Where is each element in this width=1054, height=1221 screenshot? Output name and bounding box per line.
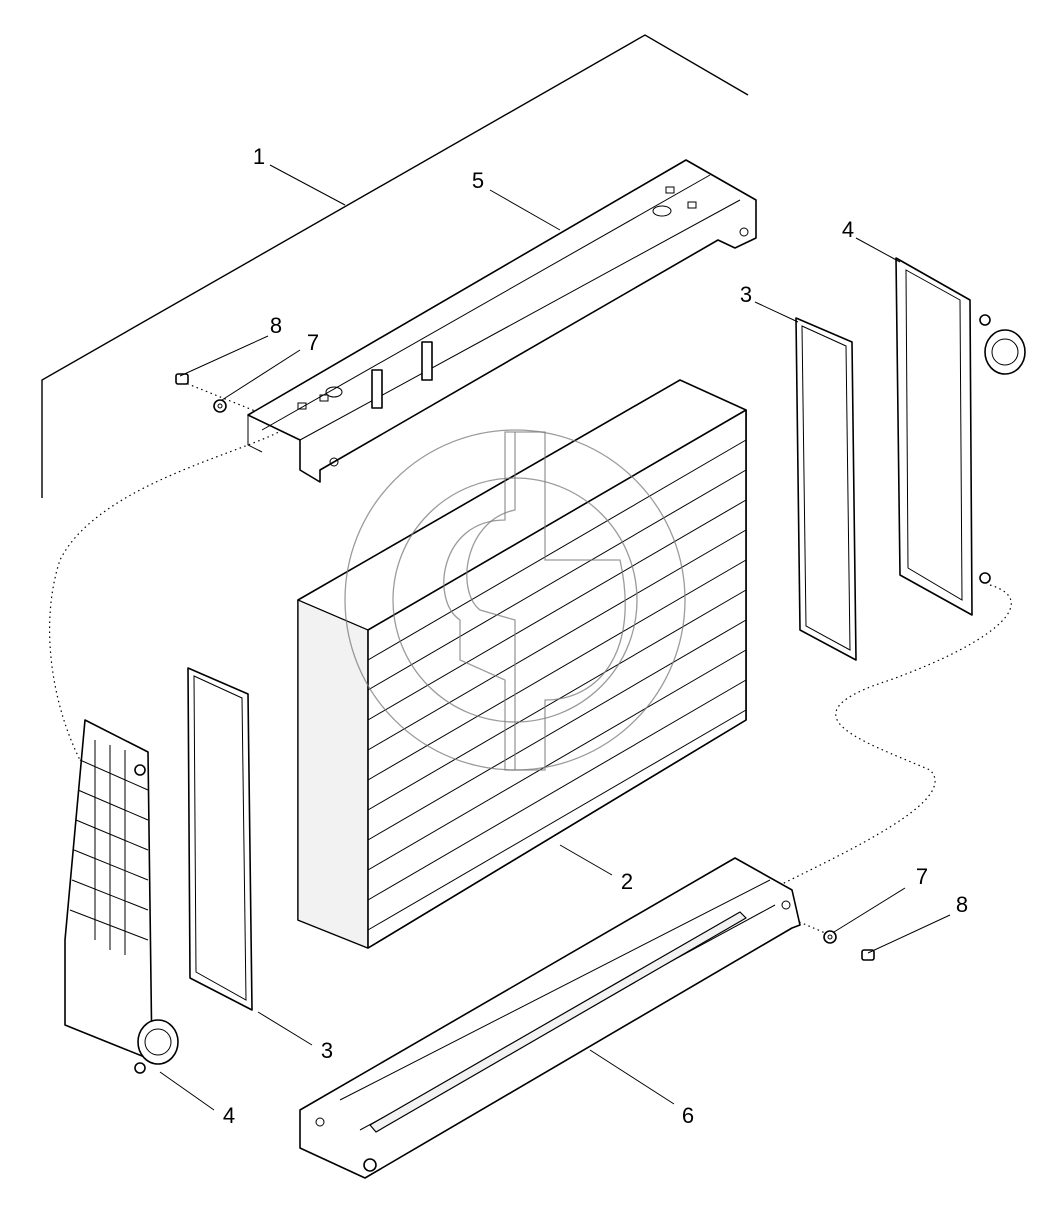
bottom-bracket-part-6 [299,857,801,1179]
callout-7-bottom: 7 [916,864,928,889]
side-tank-part-4-top [895,257,1026,616]
gasket-part-3-top [795,317,857,661]
washer-part-7-bottom [823,930,837,944]
top-bracket-part-5 [247,159,757,483]
washer-part-7-top [213,399,227,413]
assembly-bracket-1 [41,34,749,498]
callout-labels: 1 5 4 3 8 7 2 7 8 3 4 6 [223,144,968,1128]
callout-7-top: 7 [307,330,319,355]
side-tank-part-4-bottom [64,719,179,1074]
callout-8-top: 8 [270,313,282,338]
radiator-fins [367,439,747,931]
leader-lines [159,164,951,1111]
tank-grid [69,740,149,955]
radiator-core-part-2 [296,379,748,949]
callout-3-bottom: 3 [321,1038,333,1063]
bolt-part-8-top [175,373,189,385]
callout-2: 2 [621,869,633,894]
callout-3-top: 3 [740,282,752,307]
callout-8-bottom: 8 [956,892,968,917]
callout-5: 5 [472,168,484,193]
watermark-logo [344,429,686,771]
callout-4-bottom: 4 [223,1103,235,1128]
callout-6: 6 [682,1103,694,1128]
assembly-path-lines [49,379,1012,936]
gasket-part-3-bottom [187,667,253,1011]
callout-4-top: 4 [842,217,854,242]
callout-1: 1 [253,144,265,169]
bolt-part-8-bottom [861,949,875,961]
